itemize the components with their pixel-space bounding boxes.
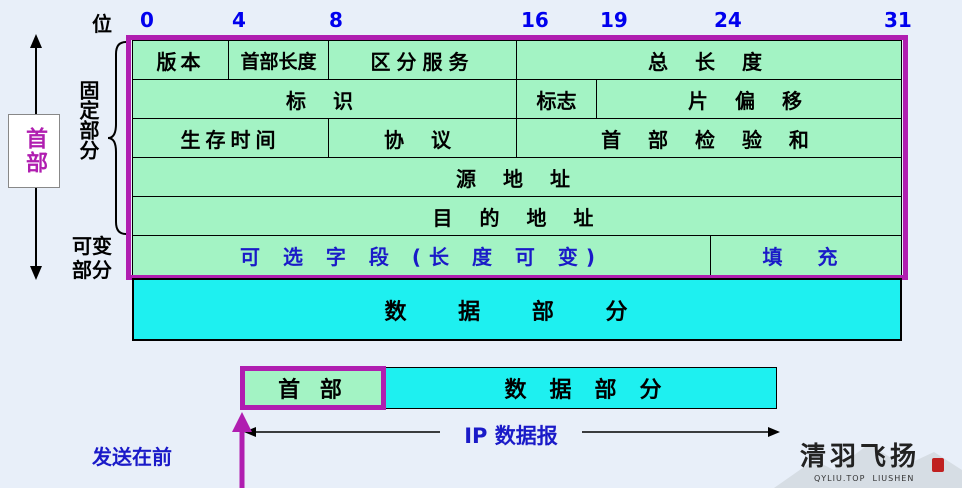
header-row-4: 源 地 址 bbox=[133, 158, 901, 197]
version-field: 版本 bbox=[133, 41, 229, 79]
header-row-3: 生存时间 协 议 首 部 检 验 和 bbox=[133, 119, 901, 158]
bit-mark-16: 16 bbox=[521, 8, 549, 32]
fragment-offset-field: 片 偏 移 bbox=[688, 88, 812, 113]
data-part-label: 数 据 部 分 bbox=[384, 299, 650, 325]
watermark-title: 清羽飞扬 bbox=[800, 442, 921, 472]
header-label: 首部 bbox=[22, 127, 47, 175]
watermark-url: QYLIU.TOP LIUSHEN bbox=[814, 474, 915, 483]
header-checksum-field: 首 部 检 验 和 bbox=[601, 127, 819, 152]
header-highlight-frame bbox=[126, 35, 908, 280]
identification-field: 标 识 bbox=[133, 80, 517, 118]
data-part-block: 数 据 部 分 bbox=[132, 278, 902, 341]
bit-mark-19: 19 bbox=[600, 8, 628, 32]
destination-address-field: 目 的 地 址 bbox=[432, 205, 604, 230]
flags-field: 标志 bbox=[517, 80, 597, 118]
bit-mark-4: 4 bbox=[232, 8, 246, 32]
padding-field: 填 充 bbox=[762, 245, 852, 269]
header-label-box: 首部 bbox=[8, 114, 60, 188]
datagram-data-label: 数 据 部 分 bbox=[504, 378, 662, 403]
differentiated-services-field: 区分服务 bbox=[329, 41, 517, 79]
total-length-field: 总 长 度 bbox=[648, 49, 772, 74]
protocol-field: 协 议 bbox=[329, 119, 517, 157]
ttl-field: 生存时间 bbox=[133, 119, 329, 157]
send-first-arrow bbox=[232, 412, 252, 488]
variable-part-label: 可变部分 bbox=[72, 234, 112, 282]
datagram-caption: IP 数据报 bbox=[464, 424, 558, 448]
header-row-1: 版本 首部长度 区分服务 总 长 度 bbox=[133, 41, 901, 80]
send-first-label: 发送在前 bbox=[92, 445, 172, 469]
ip-header-table: 版本 首部长度 区分服务 总 长 度 标 识 标志 片 偏 移 生存时间 协 议… bbox=[132, 40, 902, 276]
header-row-2: 标 识 标志 片 偏 移 bbox=[133, 80, 901, 119]
datagram-header-label: 首 部 bbox=[278, 378, 348, 403]
bit-mark-0: 0 bbox=[140, 8, 154, 32]
fixed-part-label: 固定部分 bbox=[76, 80, 100, 160]
bit-mark-31: 31 bbox=[884, 8, 912, 32]
bit-axis-label: 位 bbox=[92, 12, 112, 36]
options-field: 可 选 字 段 (长 度 可 变) bbox=[133, 236, 711, 275]
header-row-6: 可 选 字 段 (长 度 可 变) 填 充 bbox=[133, 236, 901, 275]
bit-mark-24: 24 bbox=[714, 8, 742, 32]
datagram-header-box: 首 部 bbox=[240, 366, 386, 410]
fixed-part-brace bbox=[107, 41, 127, 235]
source-address-field: 源 地 址 bbox=[456, 166, 580, 191]
mountain-watermark bbox=[774, 444, 962, 488]
seal-stamp bbox=[932, 458, 944, 472]
bit-mark-8: 8 bbox=[329, 8, 343, 32]
header-length-field: 首部长度 bbox=[229, 41, 329, 79]
header-row-5: 目 的 地 址 bbox=[133, 197, 901, 236]
